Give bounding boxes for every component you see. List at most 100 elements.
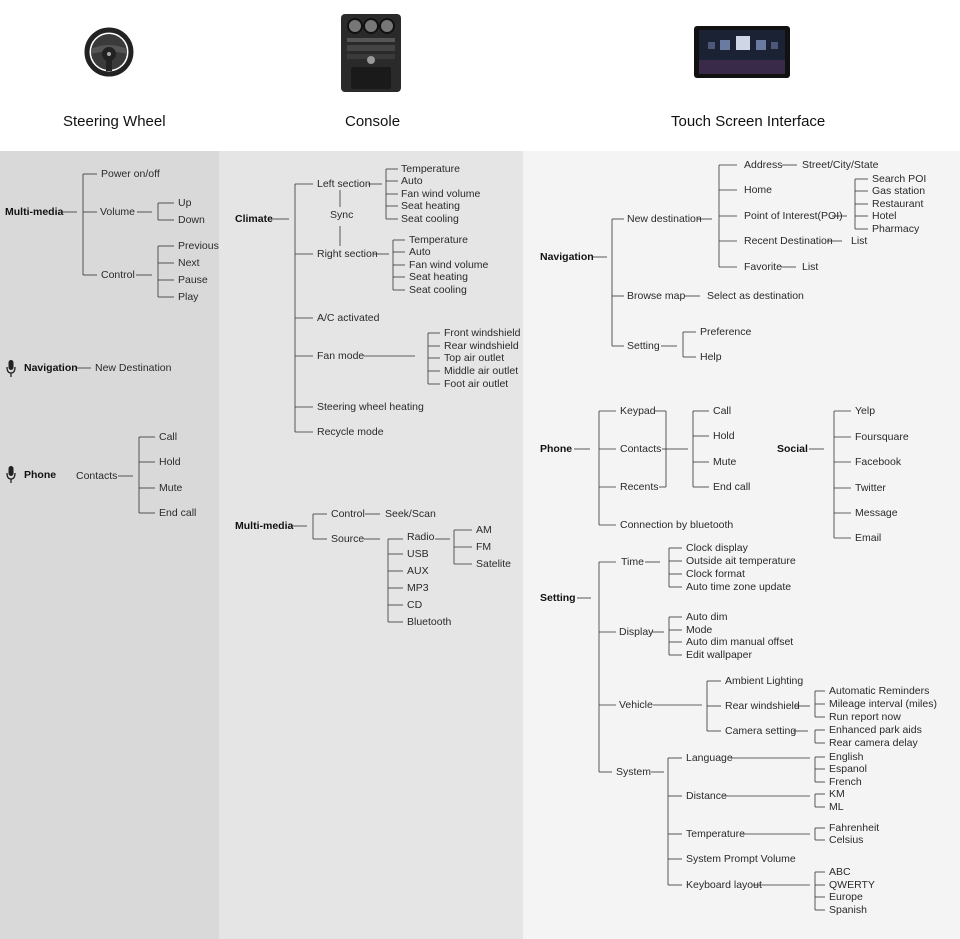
console-fan-item: Top air outlet: [444, 352, 505, 364]
touch-social-item: Facebook: [855, 456, 902, 468]
console-source-label: Source: [331, 533, 365, 545]
touch-poi-item: Search POI: [872, 173, 927, 185]
touch-street-label: Street/City/State: [802, 159, 879, 171]
touch-screen-title: Touch Screen Interface: [671, 113, 826, 130]
touch-keyboard-item: Europe: [829, 891, 863, 903]
touch-phone-item: Mute: [713, 456, 737, 468]
touch-phone-item: Hold: [713, 430, 735, 442]
console-right-item: Temperature: [409, 234, 468, 246]
console-seek-label: Seek/Scan: [385, 508, 436, 520]
console-fan-item: Middle air outlet: [444, 365, 519, 377]
touch-distance-item: KM: [829, 788, 845, 800]
touch-poi-item: Hotel: [872, 210, 897, 222]
center-console-icon: [341, 14, 401, 92]
touch-poi-item: Restaurant: [872, 198, 924, 210]
touch-social-item: Twitter: [855, 482, 886, 494]
touch-social-item: Yelp: [855, 405, 876, 417]
touch-distance-label: Distance: [686, 790, 727, 802]
touch-time-label: Time: [621, 556, 644, 568]
console-climate-heading: Climate: [235, 213, 273, 225]
sw-phone-item: Hold: [159, 456, 181, 468]
console-radio-item: FM: [476, 541, 492, 553]
touch-screen-column: [523, 151, 960, 939]
sw-power-label: Power on/off: [101, 168, 160, 180]
touch-screen-icon: [694, 26, 790, 78]
touch-contacts-label: Contacts: [620, 443, 662, 455]
touch-rear-windshield-label: Rear windshield: [725, 700, 800, 712]
touch-rear-item: Run report now: [829, 711, 901, 723]
touch-recent-destination-label: Recent Destination: [744, 235, 833, 247]
touch-camera-label: Camera setting: [725, 725, 797, 737]
touch-display-item: Edit wallpaper: [686, 649, 752, 661]
touch-keyboard-item: Spanish: [829, 904, 867, 916]
console-radio-item: AM: [476, 524, 492, 536]
console-radio-item: Satelite: [476, 558, 512, 570]
sw-control-item: Next: [178, 257, 200, 269]
console-fan-item: Rear windshield: [444, 340, 519, 352]
touch-time-item: Clock format: [686, 568, 745, 580]
touch-keyboard-item: ABC: [829, 866, 851, 878]
sw-control-item: Pause: [178, 274, 208, 286]
touch-navigation-heading: Navigation: [540, 251, 594, 263]
touch-poi-label: Point of Interest(POI): [744, 210, 843, 222]
touch-home-label: Home: [744, 184, 773, 196]
touch-ambient-label: Ambient Lighting: [725, 675, 804, 687]
console-source-item: AUX: [407, 565, 429, 577]
touch-poi-item: Gas station: [872, 185, 926, 197]
touch-favorite-list-label: List: [802, 261, 819, 273]
touch-setting-heading: Setting: [540, 592, 576, 604]
touch-time-item: Clock display: [686, 542, 748, 554]
console-fan-mode-label: Fan mode: [317, 350, 365, 362]
console-source-item: CD: [407, 599, 423, 611]
sw-up-label: Up: [178, 197, 192, 209]
console-left-item: Auto: [401, 175, 423, 187]
sw-phone-heading: Phone: [24, 469, 57, 481]
touch-temperature-label: Temperature: [686, 828, 745, 840]
console-fan-item: Front windshield: [444, 327, 521, 339]
sw-control-item: Play: [178, 291, 199, 303]
touch-vehicle-label: Vehicle: [619, 699, 653, 711]
touch-language-label: Language: [686, 752, 733, 764]
console-right-item: Seat cooling: [409, 284, 467, 296]
sw-contacts-label: Contacts: [76, 470, 118, 482]
touch-camera-item: Enhanced park aids: [829, 724, 922, 736]
touch-browse-map-label: Browse map: [627, 290, 686, 302]
sw-control-item: Previous: [178, 240, 219, 252]
console-multimedia-heading: Multi-media: [235, 520, 294, 532]
console-fan-item: Foot air outlet: [444, 378, 509, 390]
console-recycle-label: Recycle mode: [317, 426, 384, 438]
touch-system-label: System: [616, 766, 652, 778]
touch-favorite-label: Favorite: [744, 261, 782, 273]
microphone-icon: [6, 466, 16, 483]
touch-display-item: Auto dim manual offset: [686, 636, 794, 648]
touch-help-label: Help: [700, 351, 722, 363]
sw-control-label: Control: [101, 269, 135, 281]
touch-rear-item: Mileage interval (miles): [829, 698, 937, 710]
console-left-item: Temperature: [401, 163, 460, 175]
touch-keypad-label: Keypad: [620, 405, 656, 417]
touch-display-label: Display: [619, 626, 654, 638]
touch-display-item: Mode: [686, 624, 713, 636]
console-wheel-heating-label: Steering wheel heating: [317, 401, 424, 413]
console-left-section-label: Left section: [317, 178, 371, 190]
touch-temperature-item: Celsius: [829, 834, 864, 846]
touch-phone-item: End call: [713, 481, 751, 493]
touch-address-label: Address: [744, 159, 783, 171]
console-column: [219, 151, 523, 939]
steering-wheel-icon: [84, 27, 134, 77]
touch-social-heading: Social: [777, 443, 808, 455]
steering-wheel-title: Steering Wheel: [63, 113, 166, 130]
console-right-item: Fan wind volume: [409, 259, 489, 271]
touch-poi-item: Pharmacy: [872, 223, 920, 235]
touch-display-item: Auto dim: [686, 611, 728, 623]
sw-volume-label: Volume: [100, 206, 136, 218]
touch-language-item: French: [829, 776, 862, 788]
touch-keyboard-item: QWERTY: [829, 879, 875, 891]
touch-social-item: Message: [855, 507, 898, 519]
touch-nav-setting-label: Setting: [627, 340, 660, 352]
touch-distance-item: ML: [829, 801, 844, 813]
console-left-item: Seat heating: [401, 200, 460, 212]
touch-new-destination-label: New destination: [627, 213, 702, 225]
console-source-item: USB: [407, 548, 429, 560]
